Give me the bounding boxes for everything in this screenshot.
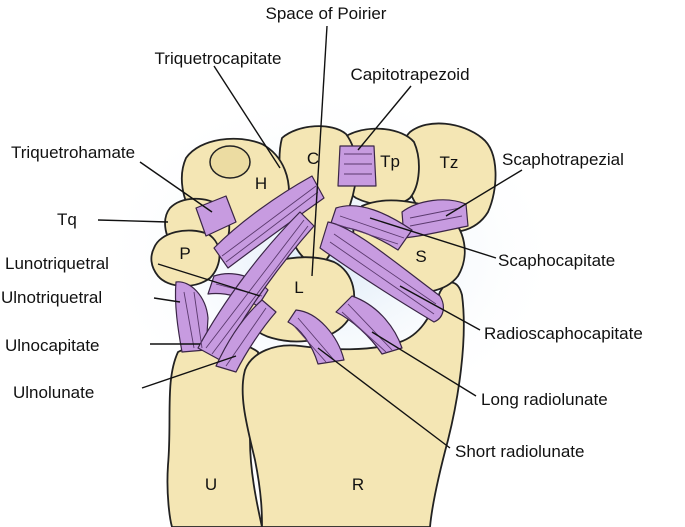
- label-ulnocapitate: Ulnocapitate: [5, 336, 100, 355]
- label-space-of-poirier: Space of Poirier: [266, 4, 387, 23]
- leader-lunotriquetral: [157, 263, 261, 297]
- label-scaphotrapezial: Scaphotrapezial: [502, 150, 624, 169]
- leader-ulnotriquetral: [153, 297, 181, 303]
- bone-letter-lunate: L: [294, 278, 303, 297]
- leader-triquetrocapitate: [213, 65, 281, 169]
- leader-ulnolunate: [141, 355, 237, 389]
- bone-letter-capitate: C: [307, 149, 319, 168]
- leader-radioscaphocapitate: [399, 285, 481, 331]
- leader-capitotrapezoid: [357, 85, 412, 151]
- short-radiolunate-ligament: [287, 309, 345, 365]
- leader-long-radiolunate: [371, 331, 477, 397]
- label-radioscaphocapitate: Radioscaphocapitate: [484, 324, 643, 343]
- label-capitotrapezoid: Capitotrapezoid: [350, 65, 469, 84]
- label-short-radiolunate: Short radiolunate: [455, 442, 584, 461]
- radioscaphocapitate-ligament: [319, 221, 444, 323]
- label-lunotriquetral: Lunotriquetral: [5, 254, 109, 273]
- label-scaphocapitate: Scaphocapitate: [498, 251, 615, 270]
- bone-letter-pisiform: P: [179, 244, 190, 263]
- ulnolunate-ligament: [215, 299, 277, 373]
- leader-scaphocapitate: [369, 217, 497, 259]
- bone-letter-trapezium: Tz: [440, 153, 459, 172]
- leader-triquetrohamate: [139, 161, 213, 213]
- leader-space-of-poirier: [311, 25, 328, 277]
- label-triquetrocapitate: Triquetrocapitate: [155, 49, 282, 68]
- pisiform-bone: [150, 229, 221, 287]
- leader-scaphotrapezial: [445, 169, 523, 217]
- triquetrohamate-ligament: [195, 195, 237, 237]
- bone-letters: C H Tp Tz P S L U R: [179, 149, 458, 494]
- ulna-bone: [166, 341, 263, 527]
- label-ulnotriquetral: Ulnotriquetral: [1, 288, 102, 307]
- label-long-radiolunate: Long radiolunate: [481, 390, 608, 409]
- ligament-fibers: [183, 153, 463, 367]
- leader-short-radiolunate: [317, 347, 451, 449]
- hamate-hook: [209, 145, 251, 179]
- leader-lines: [97, 25, 523, 449]
- bone-letter-trapezoid: Tp: [380, 152, 400, 171]
- label-ulnolunate: Ulnolunate: [13, 383, 94, 402]
- bone-letter-radius: R: [352, 475, 364, 494]
- leader-tq: [97, 219, 169, 223]
- bone-letter-hamate: H: [255, 174, 267, 193]
- capitotrapezoid-ligament: [337, 145, 377, 187]
- label-triquetrohamate: Triquetrohamate: [11, 143, 135, 162]
- bone-letter-ulna: U: [205, 475, 217, 494]
- labels: Space of Poirier Triquetrocapitate Capit…: [1, 4, 643, 461]
- bone-letter-scaphoid: S: [415, 247, 426, 266]
- label-tq: Tq: [57, 210, 77, 229]
